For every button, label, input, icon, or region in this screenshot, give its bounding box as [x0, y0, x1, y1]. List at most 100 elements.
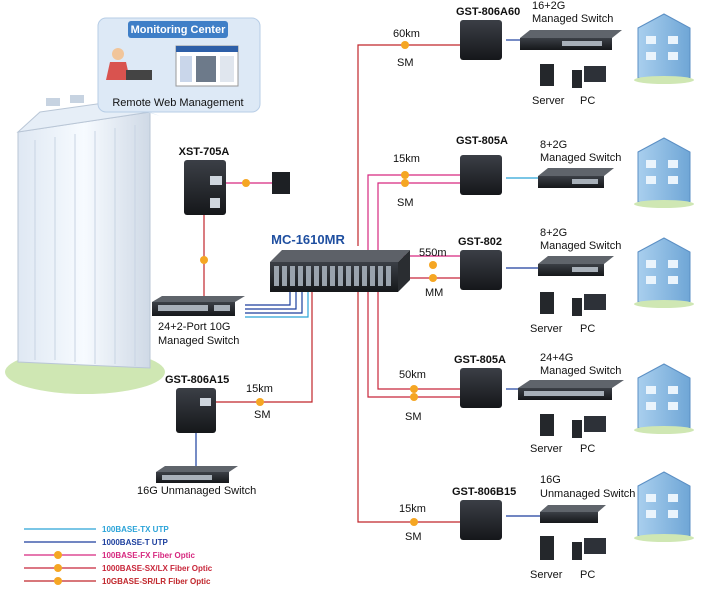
branch-3-switch-line2: Managed Switch — [540, 240, 621, 252]
fiber-link-branch-4a — [377, 292, 460, 390]
legend-label-5: 10GBASE-SR/LR Fiber Optic — [102, 577, 211, 586]
branch-3-pc-icon — [572, 294, 606, 316]
badge-10g-5 — [410, 518, 418, 526]
branch-3-pc-label: PC — [580, 323, 595, 335]
branch-2: GST-805A 15km SM 8+2G Managed Switch — [393, 135, 694, 209]
monitoring-header-bar — [128, 21, 228, 38]
branch-2-switch-line1: 8+2G — [540, 139, 567, 151]
branch-4-converter — [460, 368, 502, 408]
branch-1-model: GST-806A60 — [456, 6, 520, 18]
branch-1-server-label: Server — [532, 95, 565, 107]
gst-806a15-label: GST-806A15 — [165, 374, 229, 386]
branch-3-server-label: Server — [530, 323, 563, 335]
branch-1-switch-line2: Managed Switch — [532, 13, 613, 25]
branch-4-server-icon — [540, 414, 554, 436]
branch-1-switch-line1: 16+2G — [532, 0, 565, 12]
branch-3-server-icon — [540, 292, 554, 314]
gst-806a15-device — [176, 388, 216, 433]
branch-2-distance: 15km — [393, 153, 420, 165]
branch-2-mode: SM — [397, 197, 414, 209]
badge-10g-left — [200, 256, 208, 264]
sfp-module-icon — [272, 172, 290, 194]
monitoring-header: Monitoring Center — [131, 24, 226, 36]
office-tower — [5, 95, 165, 394]
switch-24-2-port-line2: Managed Switch — [158, 335, 239, 347]
legend: 100BASE-TX UTP 1000BASE-T UTP 100BASE-FX… — [24, 525, 213, 586]
legend-label-4: 1000BASE-SX/LX Fiber Optic — [102, 564, 213, 573]
fiber-link-branch-2a — [367, 174, 460, 250]
branch-1-building-icon — [634, 13, 694, 84]
badge-100-2a — [401, 171, 409, 179]
branch-3: GST-802 550m MM 8+2G Managed Switch Serv… — [419, 227, 694, 335]
branch-5-distance: 15km — [399, 503, 426, 515]
legend-badge-100 — [54, 551, 62, 559]
branch-3-building-icon — [634, 237, 694, 308]
branch-4-distance: 50km — [399, 369, 426, 381]
branch-4-pc-icon — [572, 416, 606, 438]
branch-2-building-icon — [634, 137, 694, 208]
legend-label-3: 100BASE-FX Fiber Optic — [102, 551, 195, 560]
branch-2-switch-line2: Managed Switch — [540, 152, 621, 164]
branch-3-model: GST-802 — [458, 236, 502, 248]
legend-badge-1000 — [54, 564, 62, 572]
fiber-badges — [200, 41, 437, 526]
fiber-link-gst806a15 — [210, 292, 313, 403]
branch-5-server-icon — [540, 536, 554, 560]
branch-1-distance: 60km — [393, 28, 420, 40]
legend-label-2: 1000BASE-T UTP — [102, 538, 168, 547]
mc-1610mr-chassis — [270, 250, 410, 292]
branch-1-converter — [460, 20, 502, 60]
branch-4: GST-805A 50km SM 24+4G Managed Switch Se… — [399, 352, 694, 455]
switch-24-2-port-line1: 24+2-Port 10G — [158, 321, 230, 333]
fiber-link-branch-4b — [367, 292, 460, 398]
xst-705a-device — [184, 160, 226, 215]
branch-5-switch — [540, 505, 606, 523]
legend-label-1: 100BASE-TX UTP — [102, 525, 169, 534]
monitoring-center-callout: Monitoring Center Remote Web Management — [97, 17, 261, 116]
branch-5-switch-line1: 16G — [540, 474, 561, 486]
gst-806a15-mode: SM — [254, 409, 271, 421]
branch-5-converter — [460, 500, 502, 540]
branch-5-switch-line2: Unmanaged Switch — [540, 488, 635, 500]
xst-705a-label: XST-705A — [179, 146, 230, 158]
legend-item-100base-fx: 100BASE-FX Fiber Optic — [24, 551, 195, 560]
branch-4-mode: SM — [405, 411, 422, 423]
badge-1000-3b — [429, 274, 437, 282]
branch-3-switch — [538, 256, 614, 276]
branch-4-server-label: Server — [530, 443, 563, 455]
legend-item-10gbase-sr: 10GBASE-SR/LR Fiber Optic — [24, 577, 211, 586]
web-screen-icon — [175, 45, 239, 87]
switch-24-2-port — [152, 296, 245, 316]
branch-2-converter — [460, 155, 502, 195]
monitoring-caption: Remote Web Management — [112, 97, 243, 109]
branch-5-mode: SM — [405, 531, 422, 543]
branch-4-building-icon — [634, 363, 694, 434]
legend-item-100base-tx: 100BASE-TX UTP — [24, 525, 169, 534]
badge-1000-4b — [410, 393, 418, 401]
branch-1-switch — [520, 30, 622, 50]
branch-2-model: GST-805A — [456, 135, 508, 147]
badge-1000-left — [256, 398, 264, 406]
legend-item-1000base-sx: 1000BASE-SX/LX Fiber Optic — [24, 564, 213, 573]
branch-3-switch-line1: 8+2G — [540, 227, 567, 239]
mc-1610mr-label: MC-1610MR — [271, 232, 345, 247]
badge-1000-3a — [429, 261, 437, 269]
branch-1-pc-icon — [572, 66, 606, 88]
branch-4-switch — [518, 380, 624, 400]
branch-5: GST-806B15 15km SM 16G Unmanaged Switch … — [399, 471, 694, 581]
branch-4-switch-line1: 24+4G — [540, 352, 573, 364]
badge-10g-1 — [401, 41, 409, 49]
unmanaged-16g-switch — [156, 466, 238, 483]
branch-4-switch-line2: Managed Switch — [540, 365, 621, 377]
utp-links — [195, 39, 540, 517]
branch-4-pc-label: PC — [580, 443, 595, 455]
fiber-link-branch-2b — [377, 182, 460, 252]
branch-5-building-icon — [634, 471, 694, 542]
branch-1-mode: SM — [397, 57, 414, 69]
branch-3-distance: 550m — [419, 247, 447, 259]
unmanaged-16g-label: 16G Unmanaged Switch — [137, 485, 256, 497]
branch-5-pc-icon — [572, 538, 606, 560]
branch-1-server-icon — [540, 64, 554, 86]
legend-item-1000base-t: 1000BASE-T UTP — [24, 538, 168, 547]
